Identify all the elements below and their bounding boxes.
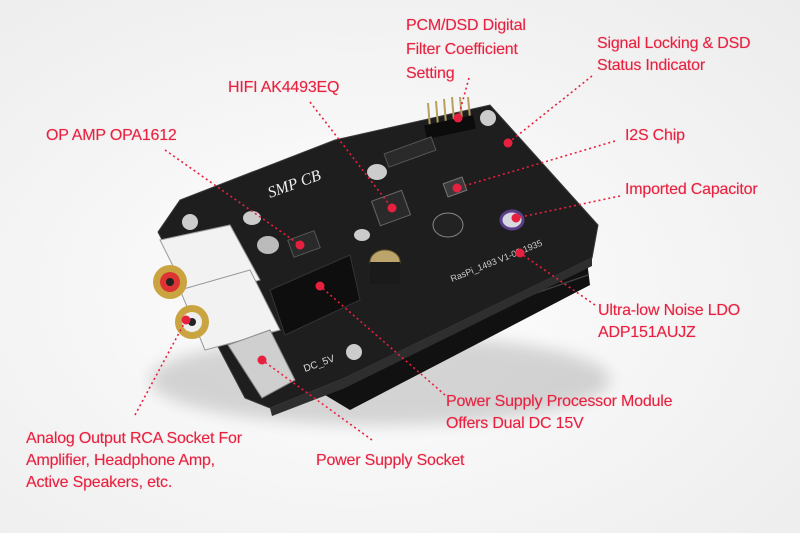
leader-hifi bbox=[309, 101, 393, 209]
callout-line: ADP151AUJZ bbox=[598, 324, 696, 341]
leader-ldo bbox=[519, 252, 596, 306]
callout-line: Active Speakers, etc. bbox=[26, 474, 173, 491]
mount-hole bbox=[480, 110, 496, 126]
leader-dots bbox=[181, 113, 525, 365]
callout-power-module: Power Supply Processor Module Offers Dua… bbox=[446, 391, 673, 435]
callout-line: Offers Dual DC 15V bbox=[446, 415, 584, 432]
callout-line: Amplifier, Headphone Amp, bbox=[26, 452, 215, 469]
callout-op-amp: OP AMP OPA1612 bbox=[46, 125, 177, 147]
callout-line: HIFI AK4493EQ bbox=[228, 79, 340, 96]
mount-hole bbox=[182, 214, 198, 230]
callout-line: Power Supply Socket bbox=[316, 452, 465, 469]
callout-line: OP AMP OPA1612 bbox=[46, 127, 177, 144]
callout-line: Status Indicator bbox=[597, 57, 705, 74]
callout-line: Signal Locking & DSD bbox=[597, 35, 751, 52]
mount-hole bbox=[346, 344, 362, 360]
leader-pcm bbox=[457, 77, 470, 119]
callout-line: Imported Capacitor bbox=[625, 181, 758, 198]
callout-signal-locking: Signal Locking & DSD Status Indicator bbox=[597, 33, 751, 77]
callout-line: Power Supply Processor Module bbox=[446, 393, 673, 410]
callout-hifi-chip: HIFI AK4493EQ bbox=[228, 77, 339, 99]
callout-rca-output: Analog Output RCA Socket For Amplifier, … bbox=[26, 428, 242, 494]
callout-line: PCM/DSD Digital bbox=[406, 17, 526, 34]
callout-line: Setting bbox=[406, 65, 455, 82]
callout-power-socket: Power Supply Socket bbox=[316, 450, 464, 472]
leader-signal bbox=[507, 75, 593, 144]
rca-sockets bbox=[153, 224, 281, 351]
callout-pcm-dsd: PCM/DSD Digital Filter Coefficient Setti… bbox=[406, 14, 526, 86]
callout-line: I2S Chip bbox=[625, 127, 685, 144]
callout-ldo: Ultra-low Noise LDO ADP151AUJZ bbox=[598, 300, 740, 344]
callout-line: Filter Coefficient bbox=[406, 41, 518, 58]
callout-imported-capacitor: Imported Capacitor bbox=[625, 179, 758, 201]
callout-line: Ultra-low Noise LDO bbox=[598, 302, 741, 319]
callout-line: Analog Output RCA Socket For bbox=[26, 430, 242, 447]
power-module-block bbox=[269, 254, 361, 336]
callout-i2s-chip: I2S Chip bbox=[625, 125, 685, 147]
